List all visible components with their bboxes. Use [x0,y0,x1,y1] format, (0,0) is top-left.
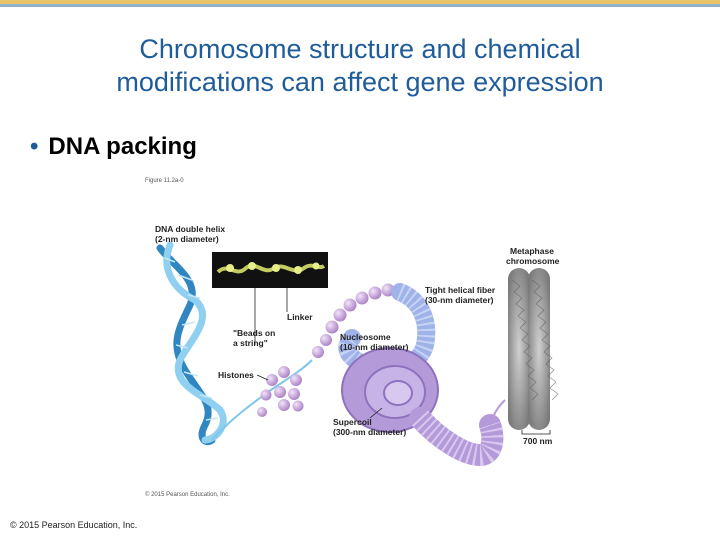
metaphase-label-line-2: chromosome [506,256,560,266]
supercoil-diameter-label: (300-nm diameter) [333,427,406,437]
supercoil-label: Supercoil [333,417,372,427]
top-accent-bar-secondary [0,4,720,7]
slide-title-line-2: modifications can affect gene expression [116,67,604,97]
nucleosome-diameter-label: (10-nm diameter) [340,342,409,352]
beads-label-line-2: a string" [233,338,268,348]
slide-title: Chromosome structure and chemical modifi… [30,33,690,99]
metaphase-chromosome [508,268,559,430]
scale-label: 700 nm [523,436,553,446]
histones-label: Histones [218,370,254,380]
histone-beads [257,366,304,417]
figure-copyright: © 2015 Pearson Education, Inc. [145,491,230,498]
beads-label-line-1: "Beads on [233,328,275,338]
dna-double-helix [156,241,227,446]
bullet-item: • DNA packing [30,133,197,161]
linker-label: Linker [287,312,313,322]
nucleosome-label: Nucleosome [340,332,391,342]
slide-title-line-1: Chromosome structure and chemical [139,34,581,64]
scale-bar [521,430,551,435]
supercoil [341,347,506,467]
histones-pointer [256,374,269,381]
slide-footer: © 2015 Pearson Education, Inc. [10,520,138,530]
top-accent-bar [0,0,720,4]
dna-helix-label: DNA double helix [155,224,225,234]
figure-id: Figure 11.2a-0 [145,178,184,184]
nucleosome-chain [312,283,406,358]
metaphase-label-line-1: Metaphase [510,246,554,256]
bullet-marker: • [30,133,39,160]
dna-helix-diameter-label: (2-nm diameter) [155,234,219,244]
supercoil-pointer [369,407,383,419]
bullet-text: DNA packing [48,133,197,160]
beads-micrograph [212,252,328,288]
fiber-label: Tight helical fiber [425,285,496,295]
fiber-diameter-label: (30-nm diameter) [425,295,494,305]
